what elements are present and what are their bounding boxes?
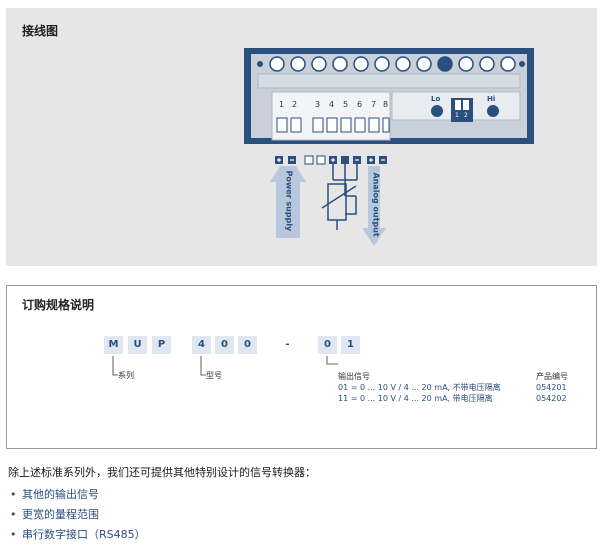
power-supply-arrow — [270, 166, 306, 238]
wiring-title: 接线图 — [22, 24, 59, 38]
terminal-label: 3 — [315, 100, 321, 109]
footer-bullet: • 串行数字接口（RS485） — [10, 526, 146, 542]
model-label: 型号 — [206, 371, 222, 380]
hi-label: Hi — [487, 95, 496, 103]
footer-bullet: • 其他的输出信号 — [10, 486, 99, 502]
output-header: 输出信号 — [338, 372, 370, 381]
code-char: 0 — [215, 336, 234, 354]
product-header: 产品编号 — [536, 372, 568, 381]
terminal-label: 4 — [329, 100, 335, 109]
spec-row-number: 054202 — [536, 394, 567, 403]
code-char: M — [104, 336, 123, 354]
code-char: U — [128, 336, 147, 354]
code-char: P — [152, 336, 171, 354]
spec-row-output: 01 = 0 ... 10 V / 4 ... 20 mA, 不带电压隔离 — [338, 383, 501, 392]
wiring-diagram — [244, 48, 534, 246]
screw-row — [257, 56, 525, 72]
order-title: 订购规格说明 — [22, 298, 95, 312]
code-leader-lines — [112, 356, 338, 376]
analog-output-arrow — [362, 166, 386, 246]
terminal-label: 6 — [357, 100, 363, 109]
footer-bullet: • 更宽的量程范围 — [10, 506, 99, 522]
spec-row-output: 11 = 0 ... 10 V / 4 ... 20 mA, 带电压隔离 — [338, 394, 493, 403]
terminal-label: 2 — [292, 100, 298, 109]
lo-potentiometer — [431, 105, 443, 117]
terminal-label: 1 — [279, 100, 285, 109]
code-char: - — [285, 339, 290, 350]
terminal-label: 5 — [343, 100, 349, 109]
code-char: 0 — [238, 336, 257, 354]
hi-potentiometer — [487, 105, 499, 117]
connection-markers — [275, 155, 387, 165]
dip-label: 2 — [464, 112, 468, 119]
potentiometer-symbol — [321, 164, 358, 230]
bullet-icon: • — [10, 488, 17, 501]
bullet-text: 串行数字接口（RS485） — [22, 528, 146, 541]
terminal-screws — [276, 117, 390, 133]
spec-row-number: 054201 — [536, 383, 567, 392]
bullet-icon: • — [10, 508, 17, 521]
terminal-label: 8 — [383, 100, 389, 109]
code-char: 4 — [192, 336, 211, 354]
terminal-label: 7 — [371, 100, 377, 109]
footer-intro: 除上述标准系列外，我们还可提供其他特别设计的信号转换器： — [8, 466, 316, 479]
order-panel — [6, 285, 597, 449]
bullet-text: 更宽的量程范围 — [22, 508, 99, 521]
lo-label: Lo — [431, 95, 441, 103]
bullet-icon: • — [10, 528, 17, 541]
series-label: 系列 — [118, 371, 134, 380]
code-char: 0 — [318, 336, 337, 354]
code-char: 1 — [341, 336, 360, 354]
dip-label: 1 — [455, 112, 459, 119]
bullet-text: 其他的输出信号 — [22, 488, 99, 501]
